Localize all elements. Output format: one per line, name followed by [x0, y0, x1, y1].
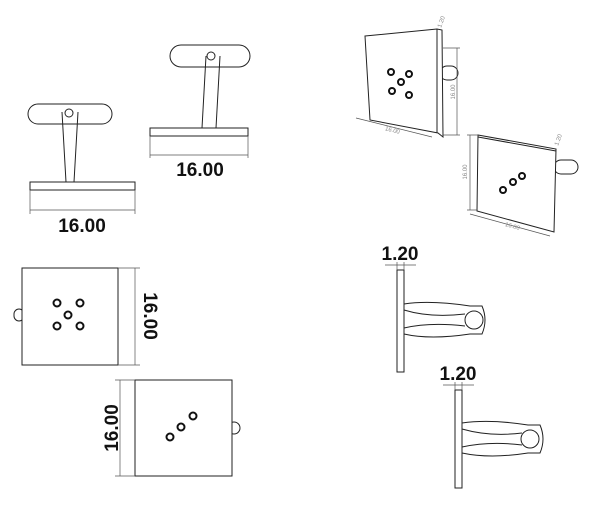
- stone: [75, 321, 85, 331]
- stone: [518, 172, 526, 180]
- toggle-barrel: [520, 429, 540, 449]
- dimension-label: 16.00: [384, 126, 401, 136]
- toggle-barrel: [464, 310, 484, 330]
- pin: [553, 159, 579, 175]
- square-view-2: 16.00: [102, 379, 241, 477]
- dimension-label: 16.00: [139, 292, 160, 340]
- stone: [388, 87, 396, 95]
- stone: [52, 321, 62, 331]
- dimension-label: 1.20: [382, 244, 419, 265]
- stone: [405, 91, 413, 99]
- front-view-1: 16.00: [27, 103, 136, 237]
- pivot-icon: [64, 108, 74, 118]
- square-view-1: 16.00: [13, 267, 160, 366]
- dimension-line: [29, 190, 136, 214]
- isometric-view-1: 16.00 16.00 1.20: [355, 15, 460, 139]
- dimension-label: 1.20: [440, 364, 477, 385]
- stone: [499, 186, 507, 194]
- stone: [188, 411, 198, 421]
- dimension-label: 1.20: [437, 15, 447, 29]
- face-plate: [454, 389, 463, 489]
- post: [61, 111, 79, 183]
- plate-edge: [477, 136, 557, 152]
- stone: [52, 298, 62, 308]
- side-view-2: 1.20: [440, 364, 544, 489]
- stone: [397, 78, 405, 86]
- dimension-label: 16.00: [176, 160, 224, 181]
- dimension-line: [443, 382, 474, 390]
- stone: [405, 70, 413, 78]
- dimension-line: [118, 267, 140, 366]
- dimension-label: 16.00: [463, 164, 469, 180]
- dimension-line: [355, 47, 460, 138]
- stone: [75, 298, 85, 308]
- pivot-icon: [206, 51, 216, 61]
- clip-mechanism: [403, 301, 486, 338]
- base-plate: [29, 181, 136, 191]
- stone: [165, 432, 175, 442]
- dimension-label: 16.00: [504, 222, 521, 232]
- dimension-label: 1.20: [554, 133, 564, 147]
- stone: [509, 178, 517, 186]
- isometric-view-2: 16.00 16.00 1.20: [463, 133, 579, 237]
- dimension-line: [115, 379, 135, 477]
- side-view-1: 1.20: [382, 244, 486, 373]
- base-plate: [149, 127, 249, 137]
- stone: [387, 68, 395, 76]
- stone: [176, 422, 186, 432]
- face-plate: [396, 269, 405, 373]
- stone: [63, 310, 73, 320]
- dimension-line: [385, 262, 416, 270]
- dimension-line: [467, 134, 551, 237]
- dimension-label: 16.00: [58, 216, 106, 237]
- dimension-line: [149, 136, 249, 158]
- clip-mechanism: [461, 420, 544, 457]
- dimension-label: 16.00: [102, 404, 123, 452]
- post: [201, 55, 221, 129]
- dimension-label: 16.00: [451, 84, 457, 100]
- front-view-2: 16.00: [149, 44, 251, 181]
